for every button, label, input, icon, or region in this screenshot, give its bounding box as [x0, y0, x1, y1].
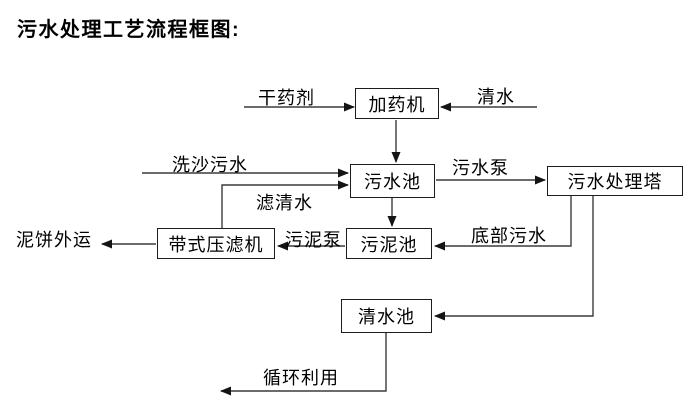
- node-sewage-pool: 污水池: [350, 164, 435, 198]
- edge-label-bottom-sewage: 底部污水: [471, 226, 547, 246]
- node-clean-water-pool: 清水池: [341, 299, 432, 333]
- node-dosing-machine: 加药机: [355, 88, 439, 119]
- edge-label-mud-cake-out: 泥饼外运: [16, 230, 92, 250]
- edge-recycle-line: [220, 333, 387, 396]
- edge-label-sand-wash: 洗沙污水: [172, 155, 248, 175]
- edge-bottom-sewage-line: [434, 196, 572, 251]
- node-sewage-treatment-tower: 污水处理塔: [547, 166, 683, 196]
- edge-filtered-water-line: [221, 180, 349, 228]
- page-title: 污水处理工艺流程框图:: [17, 19, 241, 41]
- edge-label-clean-water: 清水: [477, 87, 515, 107]
- edge-label-filtered-water: 滤清水: [256, 193, 313, 213]
- edge-tower-to-clean-line: [434, 196, 594, 321]
- node-sludge-pool: 污泥池: [346, 228, 432, 259]
- edge-label-sewage-pump: 污水泵: [452, 158, 509, 178]
- node-belt-filter-press: 带式压滤机: [157, 228, 275, 259]
- edge-label-dry-agent: 干药剂: [258, 88, 315, 108]
- edge-label-recycle-use: 循环利用: [263, 368, 339, 388]
- edge-label-sludge-pump: 污泥泵: [285, 230, 342, 250]
